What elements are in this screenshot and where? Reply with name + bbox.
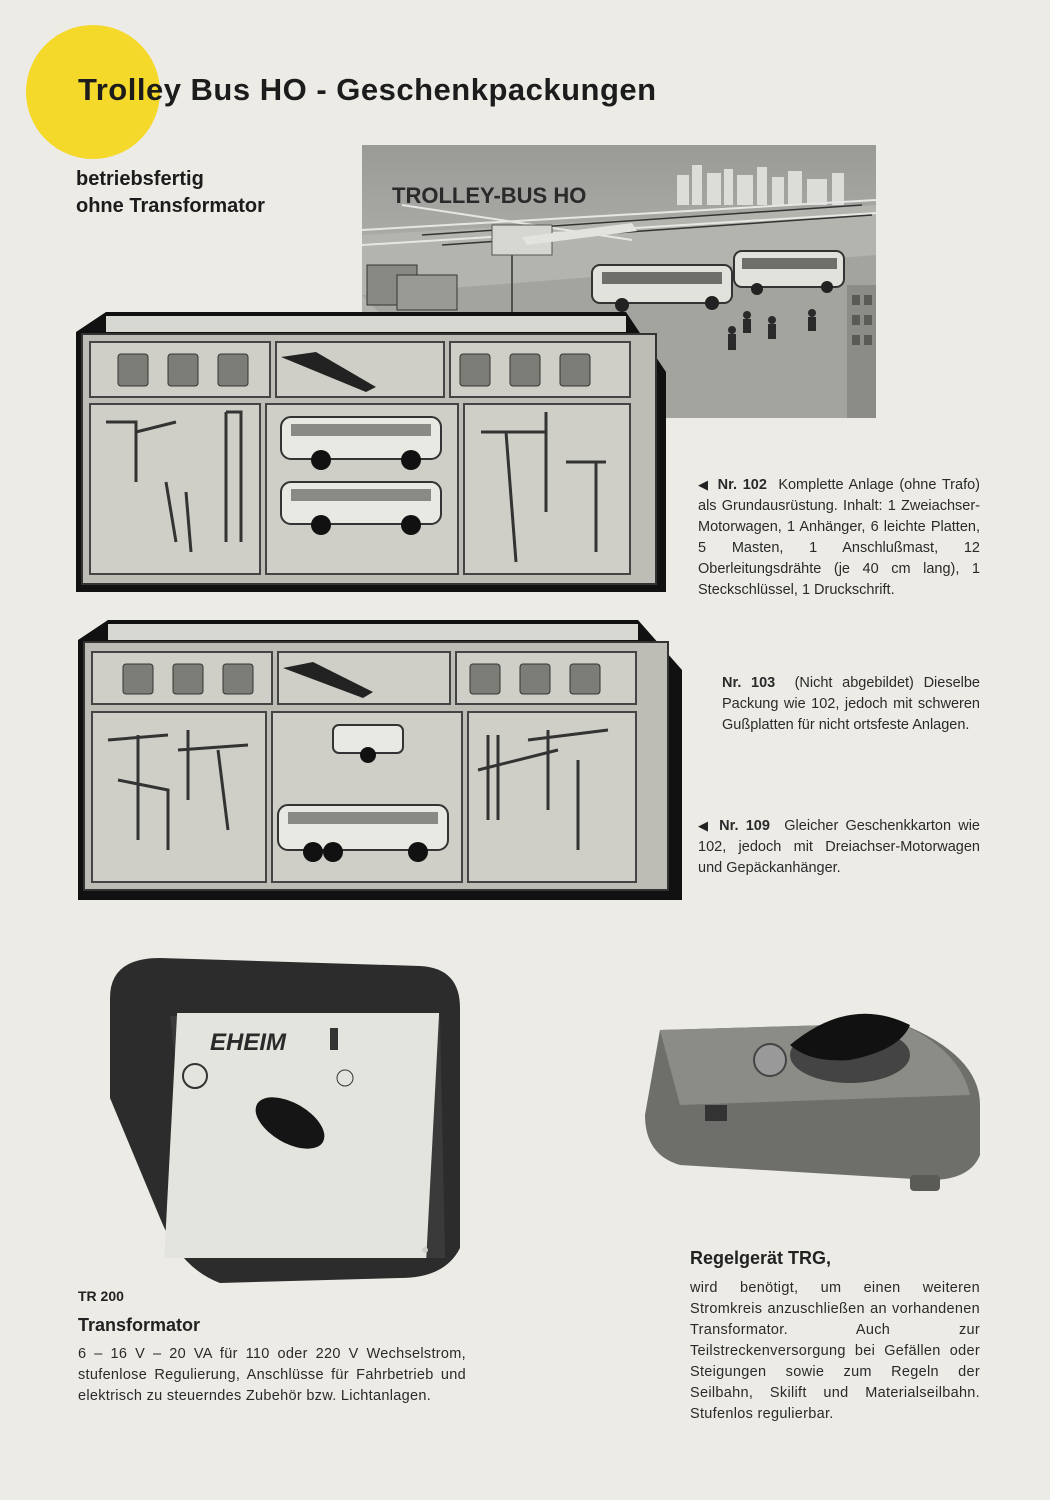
gift-box-photo-102 bbox=[76, 312, 666, 592]
regulator-description: wird benötigt, um einen weiteren Stromkr… bbox=[690, 1280, 980, 1422]
subtitle-line-2: ohne Transformator bbox=[76, 195, 265, 217]
regulator-heading: Regelgerät TRG, bbox=[690, 1248, 832, 1268]
subtitle-line-1: betriebsfertig bbox=[76, 168, 204, 190]
transformer-photo: EHEIM bbox=[100, 958, 470, 1288]
gift-box-photo-109 bbox=[78, 620, 682, 900]
product-103-caption: Nr. 103 (Nicht abgebildet) Dieselbe Pack… bbox=[722, 673, 980, 736]
eheim-logo: EHEIM bbox=[210, 1029, 287, 1056]
product-109-text: Gleicher Geschenkkarton wie 102, jedoch … bbox=[698, 818, 980, 876]
product-102-number: Nr. 102 bbox=[717, 477, 767, 493]
transformer-heading: Transformator bbox=[78, 1315, 201, 1335]
pointer-left-icon: ◀ bbox=[698, 477, 710, 492]
page-title: Trolley Bus HO - Geschenkpackungen bbox=[78, 72, 657, 107]
pointer-left-icon: ◀ bbox=[698, 818, 712, 833]
product-102-caption: ◀ Nr. 102 Komplette Anlage (ohne Trafo) a… bbox=[698, 474, 980, 601]
product-103-text: (Nicht abgebildet) Dieselbe Packung wie … bbox=[722, 675, 980, 733]
transformer-model: TR 200 bbox=[78, 1288, 124, 1304]
product-103-number: Nr. 103 bbox=[722, 675, 776, 691]
transformer-description: 6 – 16 V – 20 VA für 110 oder 220 V Wech… bbox=[78, 1346, 466, 1404]
subtitle: betriebsfertig ohne Transformator bbox=[76, 166, 265, 220]
product-109-number: Nr. 109 bbox=[719, 818, 770, 834]
regulator-photo bbox=[640, 995, 985, 1200]
product-109-caption: ◀ Nr. 109 Gleicher Geschenkkarton wie 102… bbox=[698, 815, 980, 879]
product-102-text: Komplette Anlage (ohne Trafo) als Grunda… bbox=[698, 477, 980, 598]
poster-sign-text: TROLLEY-BUS HO bbox=[392, 183, 586, 208]
yellow-circle-accent bbox=[26, 25, 160, 159]
